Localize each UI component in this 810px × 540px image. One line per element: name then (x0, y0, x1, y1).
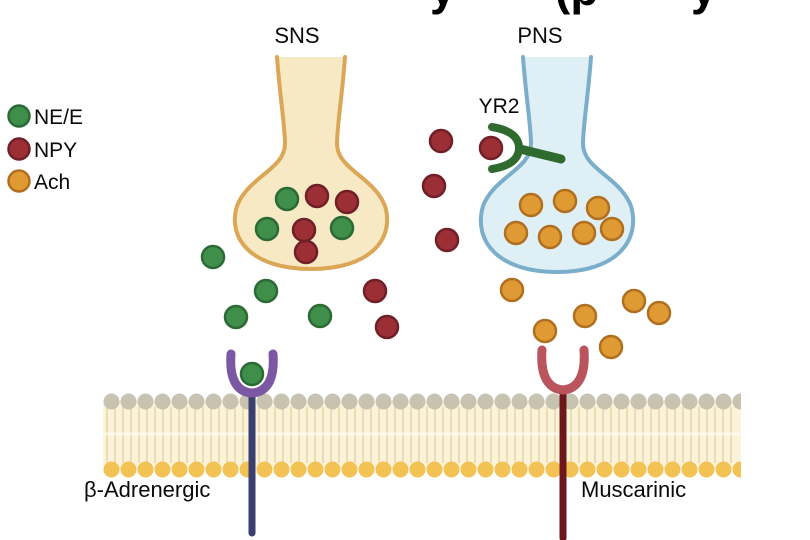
membrane-bottom-heads (103, 461, 741, 478)
ne-vesicle (200, 244, 226, 270)
npy-vesicle (291, 217, 317, 243)
muscarinic-receptor-cup (537, 345, 589, 395)
ach-vesicle (537, 224, 563, 250)
npy-vesicles (291, 128, 460, 340)
ach-vesicle (599, 216, 625, 242)
ach-vesicle (646, 300, 672, 326)
muscarinic-receptor (537, 345, 589, 540)
ach-vesicle (571, 220, 597, 246)
cell-membrane (103, 393, 741, 478)
legend-ne-swatch (7, 104, 31, 128)
sns-terminal (232, 55, 390, 272)
legend-npy-swatch (7, 137, 31, 161)
legend-ach-label: Ach (34, 171, 70, 194)
ach-vesicle (532, 318, 558, 344)
cropped-title-fragment: y (691, 0, 717, 12)
yr2-receptor-stem (515, 144, 566, 164)
ne-vesicle (307, 303, 333, 329)
muscarinic-label: Muscarinic (581, 477, 686, 502)
legend: NE/E NPY Ach (7, 104, 83, 194)
membrane-top-heads (103, 393, 741, 410)
legend-ach-swatch (7, 169, 31, 193)
beta-adrenergic-receptor (226, 349, 278, 537)
cropped-title-fragment: y (430, 0, 456, 12)
npy-vesicle (434, 227, 460, 253)
membrane-midline (103, 432, 741, 436)
yr2-receptor-cup (488, 123, 524, 173)
legend-ne-label: NE/E (34, 106, 83, 129)
legend-npy-label: NPY (34, 139, 77, 162)
npy-vesicle (293, 239, 319, 265)
npy-vesicle (428, 128, 454, 154)
pns-label: PNS (517, 23, 562, 48)
ach-vesicle (499, 277, 525, 303)
ach-vesicle (552, 188, 578, 214)
npy-vesicle-bound-yr2 (478, 135, 504, 161)
ne-vesicle-bound-beta (239, 361, 265, 387)
cropped-title-fragment: (p (555, 0, 598, 12)
cropped-page-title: y (p y (415, 0, 755, 15)
npy-vesicle (421, 173, 447, 199)
sns-label: SNS (274, 23, 319, 48)
ach-vesicle (503, 220, 529, 246)
ach-vesicle (572, 303, 598, 329)
ne-vesicle (254, 216, 280, 242)
yr2-receptor (478, 123, 566, 173)
ne-vesicles (200, 186, 355, 330)
ne-vesicle (253, 278, 279, 304)
ne-vesicle (223, 304, 249, 330)
beta-receptor-cup (226, 349, 278, 398)
beta-adrenergic-label: β-Adrenergic (84, 477, 210, 502)
ne-vesicle (329, 215, 355, 241)
ach-vesicle (585, 195, 611, 221)
npy-vesicle (374, 314, 400, 340)
npy-vesicle (362, 278, 388, 304)
ach-vesicles (499, 188, 672, 360)
npy-vesicle (334, 189, 360, 215)
ach-vesicle (518, 192, 544, 218)
npy-vesicle (304, 183, 330, 209)
ach-vesicle (598, 334, 624, 360)
yr2-label: YR2 (479, 95, 520, 118)
ach-vesicle (621, 288, 647, 314)
ne-vesicle (274, 186, 300, 212)
